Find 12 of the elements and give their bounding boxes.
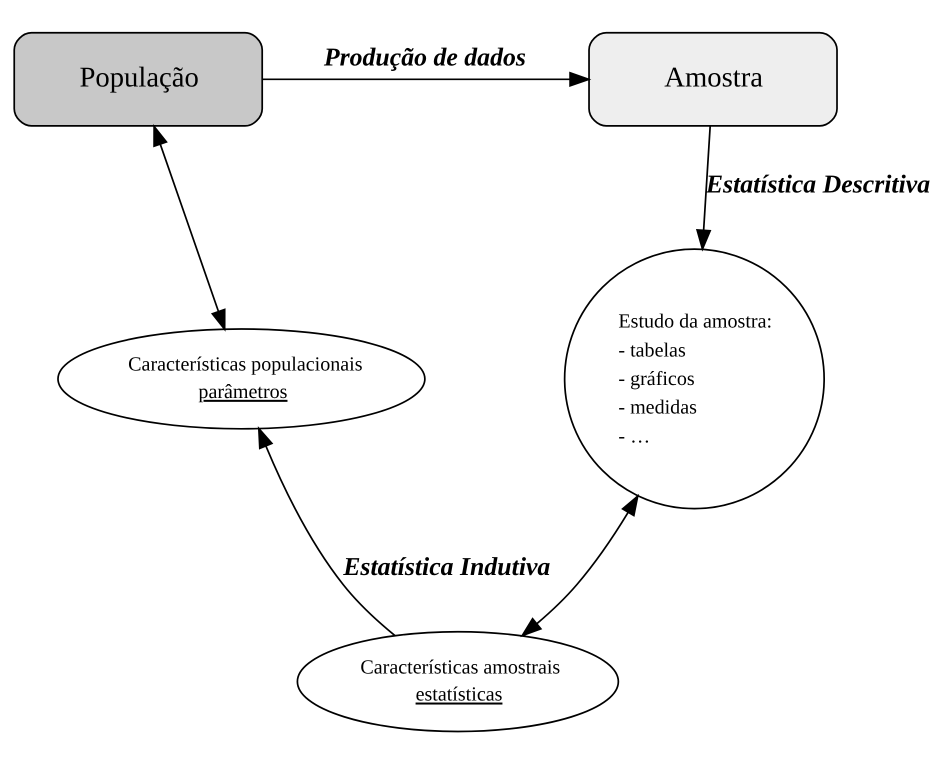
arrow: [696, 126, 712, 252]
arrow: [520, 494, 640, 638]
node-ellipse: Características populacionais parâmetros: [57, 328, 426, 430]
node-ellipse: Características amostrais estatísticas: [296, 630, 620, 732]
node-box: Amostra: [588, 32, 838, 127]
edge-label: Estatística Indutiva: [343, 552, 550, 582]
node-circle: Estudo da amostra: - tabelas - gráficos - medidas - …: [564, 248, 825, 510]
arrow: [262, 72, 592, 88]
edge-label: Produção de dados: [324, 42, 526, 72]
arrow: [153, 124, 226, 332]
node-box: População: [13, 32, 264, 127]
arrow: [258, 426, 396, 636]
